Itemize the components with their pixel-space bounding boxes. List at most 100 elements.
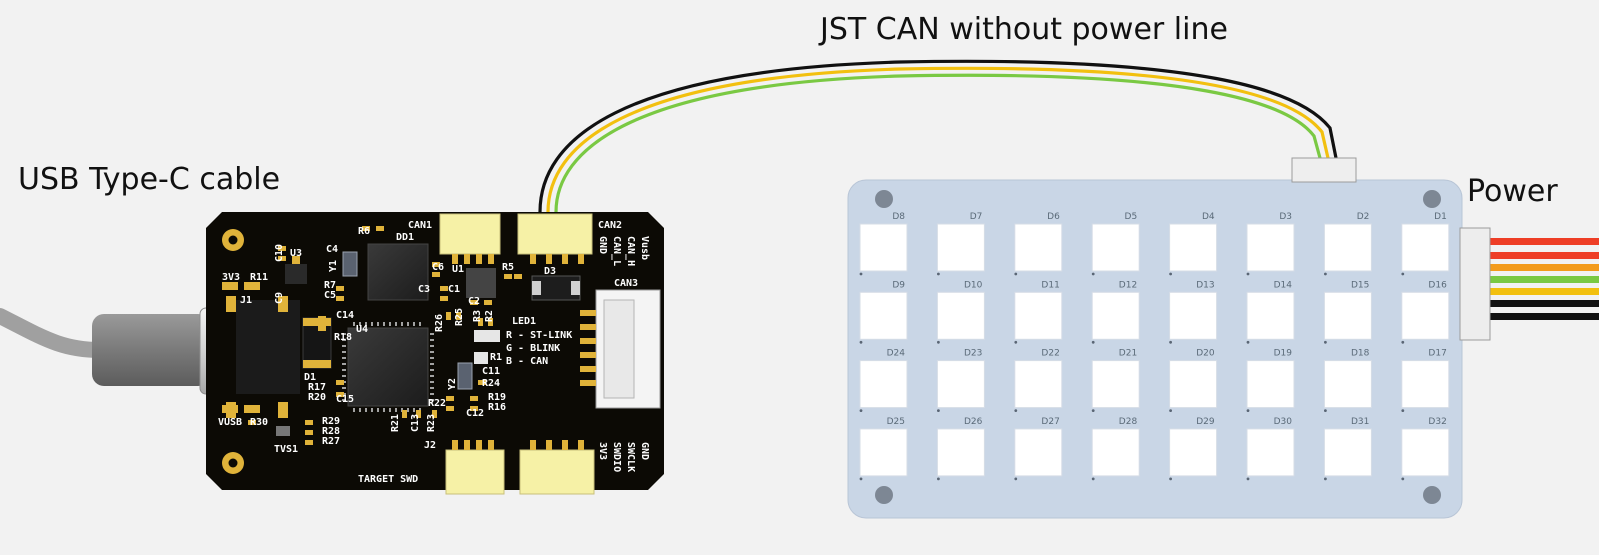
c10-label: C10: [274, 244, 285, 262]
r1-label: R1: [490, 352, 502, 363]
r30-label: R30: [250, 417, 268, 428]
r6-label: R6: [358, 226, 370, 237]
led-square: [1170, 429, 1217, 476]
tvs1-label: TVS1: [274, 444, 298, 455]
led-pin-dot: [860, 409, 863, 412]
led-square: [1015, 292, 1062, 339]
3v3-label: 3V3: [222, 272, 240, 283]
led-square: [1324, 429, 1371, 476]
led-pin-dot: [860, 341, 863, 344]
led-designator: D20: [1196, 349, 1215, 359]
led-square: [1402, 292, 1449, 339]
can2-label: CAN2: [598, 220, 622, 231]
u3-label: U3: [290, 248, 302, 259]
mount-hole-icon: [875, 190, 893, 208]
led-pin-dot: [1247, 273, 1250, 276]
led-pin-dot: [1169, 341, 1172, 344]
led-pin-dot: [1169, 478, 1172, 481]
j2-label: J2: [424, 440, 436, 451]
led-designator: D17: [1428, 349, 1446, 359]
led-square: [1402, 224, 1449, 271]
led-pin-dot: [1092, 409, 1095, 412]
c13-label: C13: [410, 414, 421, 432]
led-square: [1015, 361, 1062, 408]
led-pin-dot: [1401, 478, 1404, 481]
led-pin-dot: [1014, 341, 1017, 344]
led-designator: D30: [1274, 417, 1293, 427]
y1-label: Y1: [328, 260, 339, 272]
c14-label: C14: [336, 310, 354, 321]
led-square: [1324, 292, 1371, 339]
usb-cable-label: USB Type-C cable: [18, 162, 280, 197]
c1-label: C1: [448, 284, 460, 295]
led-legend-title: LED1: [512, 316, 536, 327]
led-designator: D14: [1274, 280, 1293, 290]
led-pin-dot: [1014, 273, 1017, 276]
c3-label: C3: [418, 284, 430, 295]
c5-label: C5: [324, 290, 336, 301]
led-designator: D21: [1119, 349, 1137, 359]
controller-pcb: CAN1 CAN2 CAN3 J2 J1 TARGET SWD D3 DD1 U…: [206, 212, 664, 494]
led-square: [1092, 361, 1139, 408]
led-pin-dot: [937, 478, 940, 481]
led-pin-dot: [1247, 478, 1250, 481]
led-designator: D10: [964, 280, 983, 290]
led-designator: D3: [1279, 212, 1292, 222]
u4-label: U4: [356, 324, 368, 335]
pin-label: SWCLK: [625, 442, 636, 472]
led-pin-dot: [1324, 409, 1327, 412]
led-designator: D13: [1196, 280, 1214, 290]
j1-label: J1: [240, 295, 252, 306]
led-legend-red: R - ST-LINK: [506, 330, 572, 341]
led-pin-dot: [937, 341, 940, 344]
target-swd-label: TARGET SWD: [358, 474, 418, 485]
r18-label: R18: [334, 332, 352, 343]
led-pin-dot: [1169, 409, 1172, 412]
pin-label: SWDIO: [611, 442, 622, 472]
r23-label: R23: [426, 414, 437, 432]
led-designator: D23: [964, 349, 982, 359]
r16-label: R16: [488, 402, 506, 413]
led-designator: D31: [1351, 417, 1369, 427]
r5-label: R5: [502, 262, 514, 273]
pin-label: 3V3: [597, 442, 608, 460]
led-designator: D19: [1274, 349, 1293, 359]
r24-label: R24: [482, 378, 500, 389]
led-designator: D8: [892, 212, 905, 222]
led-pin-dot: [1092, 273, 1095, 276]
pin-label: CAN_L: [611, 236, 622, 266]
u1-label: U1: [452, 264, 464, 275]
power-wires: [1490, 238, 1599, 320]
led-pin-dot: [1247, 409, 1250, 412]
led-designator: D28: [1119, 417, 1138, 427]
led-square: [860, 292, 907, 339]
power-label: Power: [1467, 174, 1558, 209]
led-panel: D8D7D6D5D4D3D2D1D9D10D11D12D13D14D15D16D…: [848, 158, 1490, 518]
led-square: [1247, 361, 1294, 408]
led-square: [1170, 224, 1217, 271]
mount-hole-icon: [875, 486, 893, 504]
led-square: [1092, 429, 1139, 476]
led-square: [1402, 429, 1449, 476]
led-pin-dot: [1014, 409, 1017, 412]
dd1-label: DD1: [396, 232, 414, 243]
led-designator: D12: [1119, 280, 1137, 290]
led-designator: D6: [1047, 212, 1060, 222]
led-pin-dot: [1401, 409, 1404, 412]
can1-label: CAN1: [408, 220, 432, 231]
pin-label: Vusb: [639, 236, 650, 260]
led-square: [1015, 429, 1062, 476]
c6-label: C6: [432, 262, 444, 273]
led-square: [1015, 224, 1062, 271]
led-designator: D18: [1351, 349, 1370, 359]
led-square: [937, 429, 984, 476]
pin-label: GND: [639, 442, 650, 460]
led-square: [1092, 292, 1139, 339]
led-designator: D15: [1351, 280, 1369, 290]
led-pin-dot: [1092, 478, 1095, 481]
c12-label: C12: [466, 408, 484, 419]
r20-label: R20: [308, 392, 326, 403]
led-pin-dot: [1401, 273, 1404, 276]
led-pin-dot: [1247, 341, 1250, 344]
